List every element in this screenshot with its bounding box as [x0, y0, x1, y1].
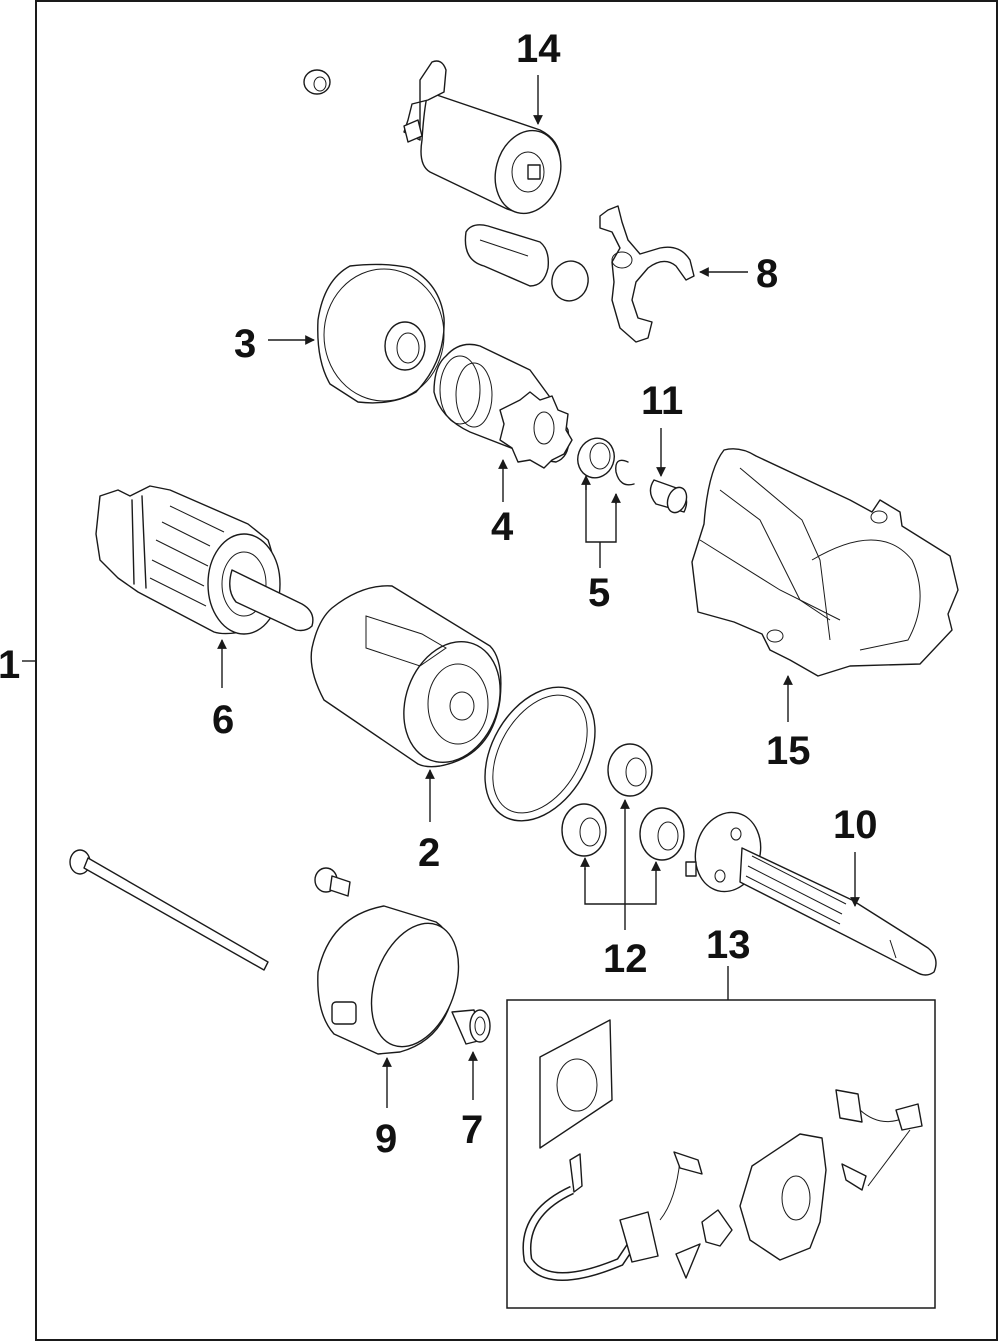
- part-15-drive-housing[interactable]: [691, 448, 959, 677]
- callout-3[interactable]: 3: [234, 322, 256, 366]
- gear-b: [561, 803, 607, 857]
- part-13-brush-holder-kit[interactable]: [522, 1019, 923, 1281]
- callout-12[interactable]: 12: [603, 937, 648, 981]
- part-9-end-cover[interactable]: [317, 905, 475, 1059]
- callout-5-bracket: [585, 478, 617, 543]
- part-10-shaft[interactable]: [685, 805, 937, 976]
- callout-5[interactable]: 5: [588, 571, 610, 615]
- gear-c: [639, 807, 685, 861]
- callout-8[interactable]: 8: [756, 252, 778, 296]
- part-4-pinion-clutch[interactable]: [433, 343, 573, 469]
- callout-7[interactable]: 7: [461, 1108, 483, 1152]
- gear-a: [607, 743, 653, 797]
- callout-14[interactable]: 14: [516, 27, 561, 71]
- part-6-armature[interactable]: [95, 485, 314, 635]
- callout-13[interactable]: 13: [706, 923, 751, 967]
- part-13-kit-box: [506, 999, 936, 1309]
- part-2-yoke[interactable]: [310, 585, 516, 776]
- callout-6[interactable]: 6: [212, 698, 234, 742]
- part-nut: [303, 69, 331, 95]
- callout-11[interactable]: 11: [641, 379, 683, 423]
- callout-10[interactable]: 10: [833, 803, 878, 847]
- part-screw: [314, 867, 351, 897]
- part-plunger: [464, 224, 550, 287]
- part-internal-ring: [484, 686, 596, 822]
- part-7-bushing[interactable]: [451, 1009, 491, 1045]
- callout-4[interactable]: 4: [491, 505, 514, 549]
- diagram-frame: [35, 0, 998, 1341]
- part-through-bolt: [69, 849, 269, 971]
- callout-9[interactable]: 9: [375, 1117, 397, 1161]
- part-5-collar-snapring[interactable]: [572, 433, 635, 486]
- callout-1[interactable]: 1: [0, 643, 20, 687]
- callout-2[interactable]: 2: [418, 831, 440, 875]
- part-12-planetary-gears[interactable]: [561, 743, 685, 861]
- callout-12-bracket: [584, 868, 657, 905]
- part-8-shift-lever[interactable]: [599, 205, 695, 343]
- part-cap: [551, 260, 589, 302]
- part-3-gear-housing[interactable]: [317, 263, 445, 404]
- part-14-solenoid[interactable]: [403, 60, 570, 221]
- callout-15[interactable]: 15: [766, 729, 811, 773]
- part-11-bushing[interactable]: [649, 479, 689, 515]
